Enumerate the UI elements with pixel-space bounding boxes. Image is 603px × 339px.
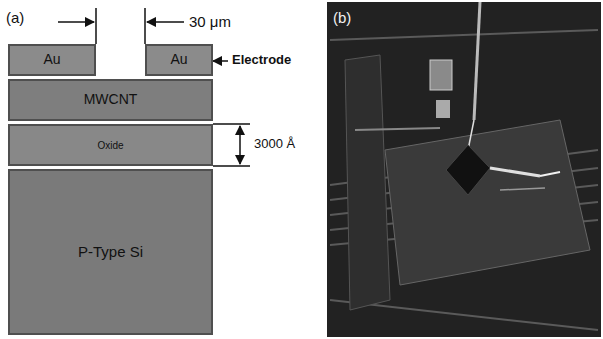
sample-chip [446, 145, 560, 195]
photo-rails [330, 30, 598, 330]
photo-background [327, 2, 601, 337]
layer-label: Au [43, 52, 60, 67]
layer-label: MWCNT [84, 92, 138, 107]
dimension-text: 30 μm [189, 14, 231, 31]
layer-label: Au [170, 52, 187, 67]
layer-label: Oxide [97, 140, 123, 151]
substrate-layer: P-Type Si [8, 169, 213, 335]
probe-needle [355, 2, 480, 150]
part-name: Electrode [232, 53, 291, 67]
dimension-text: 3000 Å [254, 137, 295, 151]
cnt-layer: MWCNT [8, 79, 213, 121]
electrode-pad: Au [145, 44, 213, 76]
electrode-leader [213, 60, 228, 62]
oxide-layer: Oxide [8, 124, 213, 166]
layer-label: P-Type Si [78, 244, 143, 261]
panel-label: (b) [333, 10, 351, 27]
thickness-dimension [213, 124, 250, 166]
gap-dimension [58, 8, 184, 44]
electrode-pad: Au [8, 44, 96, 76]
panel-label: (a) [6, 10, 24, 27]
photo-stage-plate [345, 55, 590, 310]
